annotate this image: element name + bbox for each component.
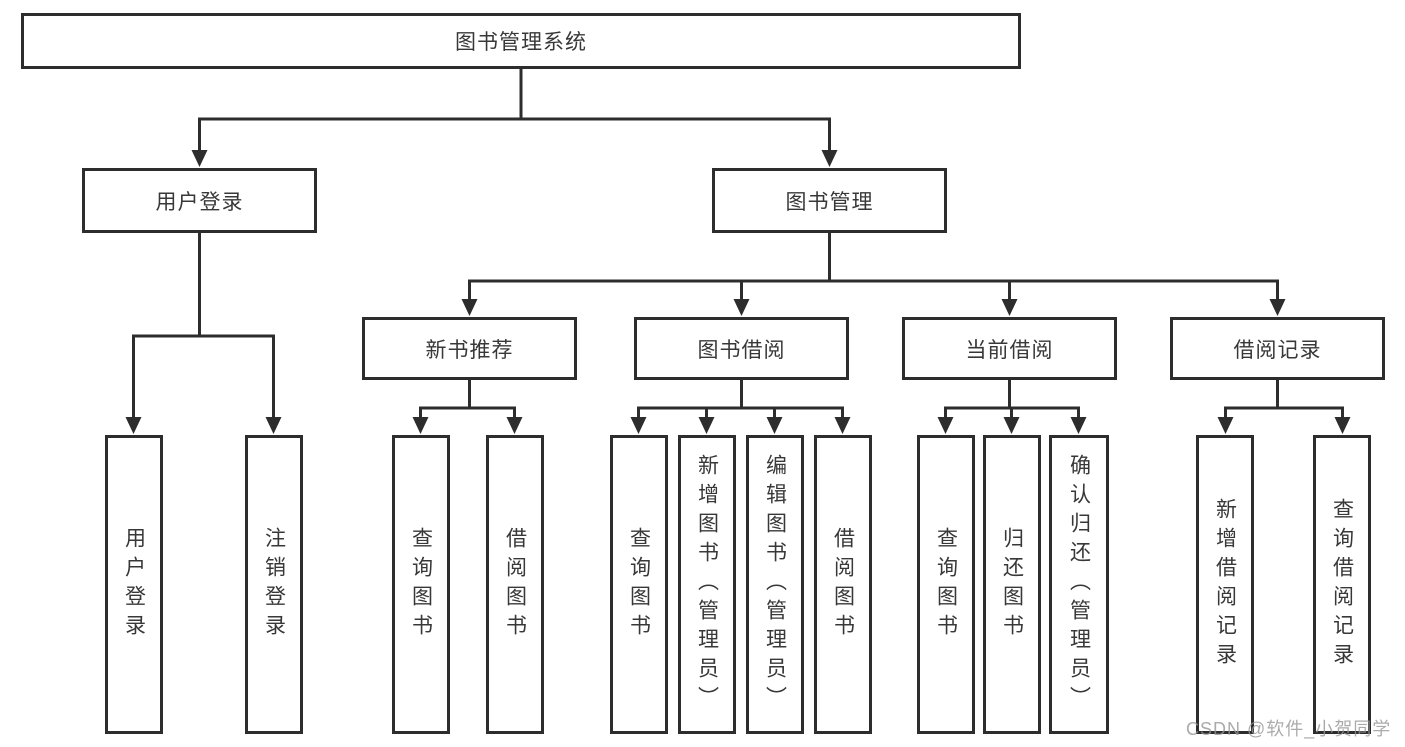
node-new-book-recommendation: 新书推荐 <box>362 317 577 380</box>
leaf-query-books-current: 查询图书 <box>917 435 975 734</box>
leaf-logout: 注销登录 <box>245 435 303 734</box>
leaf-confirm-return-admin: 确认归还（管理员） <box>1049 435 1109 734</box>
leaf-edit-books-admin: 编辑图书（管理员） <box>746 435 804 734</box>
leaf-borrow-books: 借阅图书 <box>814 435 872 734</box>
csdn-watermark: CSDN @软件_小贺同学 <box>1186 719 1392 739</box>
node-book-borrowing: 图书借阅 <box>634 317 849 380</box>
leaf-query-books-borrow: 查询图书 <box>610 435 668 734</box>
arrowheads <box>125 150 1351 434</box>
leaf-add-borrow-record: 新增借阅记录 <box>1196 435 1254 734</box>
leaf-return-books: 归还图书 <box>983 435 1041 734</box>
node-user-login: 用户登录 <box>82 168 317 233</box>
node-current-borrowing: 当前借阅 <box>902 317 1117 380</box>
leaf-borrow-books-recommend: 借阅图书 <box>486 435 544 734</box>
leaf-query-borrow-record: 查询借阅记录 <box>1313 435 1371 734</box>
leaf-query-books-recommend: 查询图书 <box>392 435 450 734</box>
leaf-add-books-admin: 新增图书（管理员） <box>678 435 736 734</box>
node-borrowing-records: 借阅记录 <box>1170 317 1385 380</box>
node-library-management-system: 图书管理系统 <box>21 13 1021 69</box>
leaf-user-login: 用户登录 <box>105 435 163 734</box>
node-book-management: 图书管理 <box>712 168 947 233</box>
